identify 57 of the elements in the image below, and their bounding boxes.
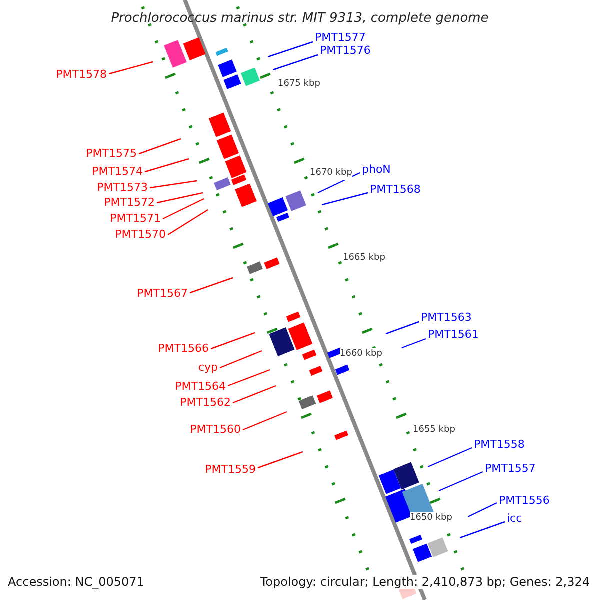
- gene-label: PMT1556: [499, 494, 550, 507]
- leader-line: [190, 277, 234, 294]
- leader-line: [162, 198, 204, 220]
- scale-label: 1655 kbp: [413, 424, 456, 437]
- genome-info-note: Topology: circular; Length: 2,410,873 bp; Genes: 2,324: [260, 575, 590, 589]
- leader-line: [228, 369, 270, 387]
- leader-line: [402, 338, 426, 349]
- gene-label: PMT1558: [474, 438, 525, 451]
- leader-line: [318, 172, 360, 194]
- gene-label: PMT1574: [92, 165, 143, 178]
- gene-label: PMT1575: [86, 147, 137, 160]
- gene-label: PMT1576: [320, 44, 371, 57]
- leader-line: [322, 192, 368, 206]
- gene-label: PMT1571: [110, 212, 161, 225]
- scale-label: 1675 kbp: [278, 78, 320, 91]
- scale-label: 1670 kbp: [310, 167, 352, 180]
- gene-label: cyp: [198, 361, 218, 374]
- gene-label: PMT1564: [175, 380, 226, 393]
- leader-line: [386, 321, 420, 335]
- gene-label: PMT1567: [137, 287, 188, 300]
- leader-line: [428, 447, 472, 468]
- gene-label: PMT1568: [370, 183, 421, 196]
- scale-label: 1665 kbp: [343, 252, 386, 265]
- leader-line: [232, 385, 276, 404]
- leader-line: [138, 138, 182, 155]
- leader-line: [150, 180, 198, 189]
- leader-line: [438, 471, 484, 492]
- accession-note: Accession: NC_005071: [8, 575, 144, 589]
- gene-label: PMT1577: [315, 31, 366, 44]
- scale-label: 1660 kbp: [340, 348, 382, 361]
- gene-label: PMT1560: [190, 423, 241, 436]
- gene-label: PMT1570: [115, 228, 166, 241]
- leader-line: [210, 332, 256, 350]
- gene-label: PMT1578: [56, 68, 107, 81]
- leader-line: [108, 61, 154, 75]
- gene-label: PMT1562: [180, 396, 231, 409]
- gene-label: icc: [507, 512, 522, 525]
- leader-line: [268, 41, 314, 58]
- leader-line: [220, 350, 262, 369]
- gene-label: PMT1572: [104, 196, 155, 209]
- leader-line: [168, 210, 208, 236]
- leader-line: [468, 502, 498, 518]
- gene-label: PMT1557: [485, 462, 536, 475]
- leader-line: [460, 521, 506, 539]
- gene-label: PMT1561: [428, 328, 479, 341]
- leader-line: [258, 451, 304, 469]
- scale-label: 1650 kbp: [410, 512, 452, 525]
- gene-label: PMT1559: [205, 463, 256, 476]
- leader-line: [242, 411, 288, 431]
- gene-label: phoN: [362, 163, 391, 176]
- leader-line: [144, 158, 190, 173]
- map-title: Prochlorococcus marinus str. MIT 9313, complete genome: [110, 11, 490, 26]
- leader-line: [156, 192, 204, 204]
- gene-label: PMT1563: [421, 311, 472, 324]
- gene-label: PMT1566: [158, 342, 209, 355]
- leader-line: [272, 54, 318, 71]
- gene-label: PMT1573: [97, 181, 148, 194]
